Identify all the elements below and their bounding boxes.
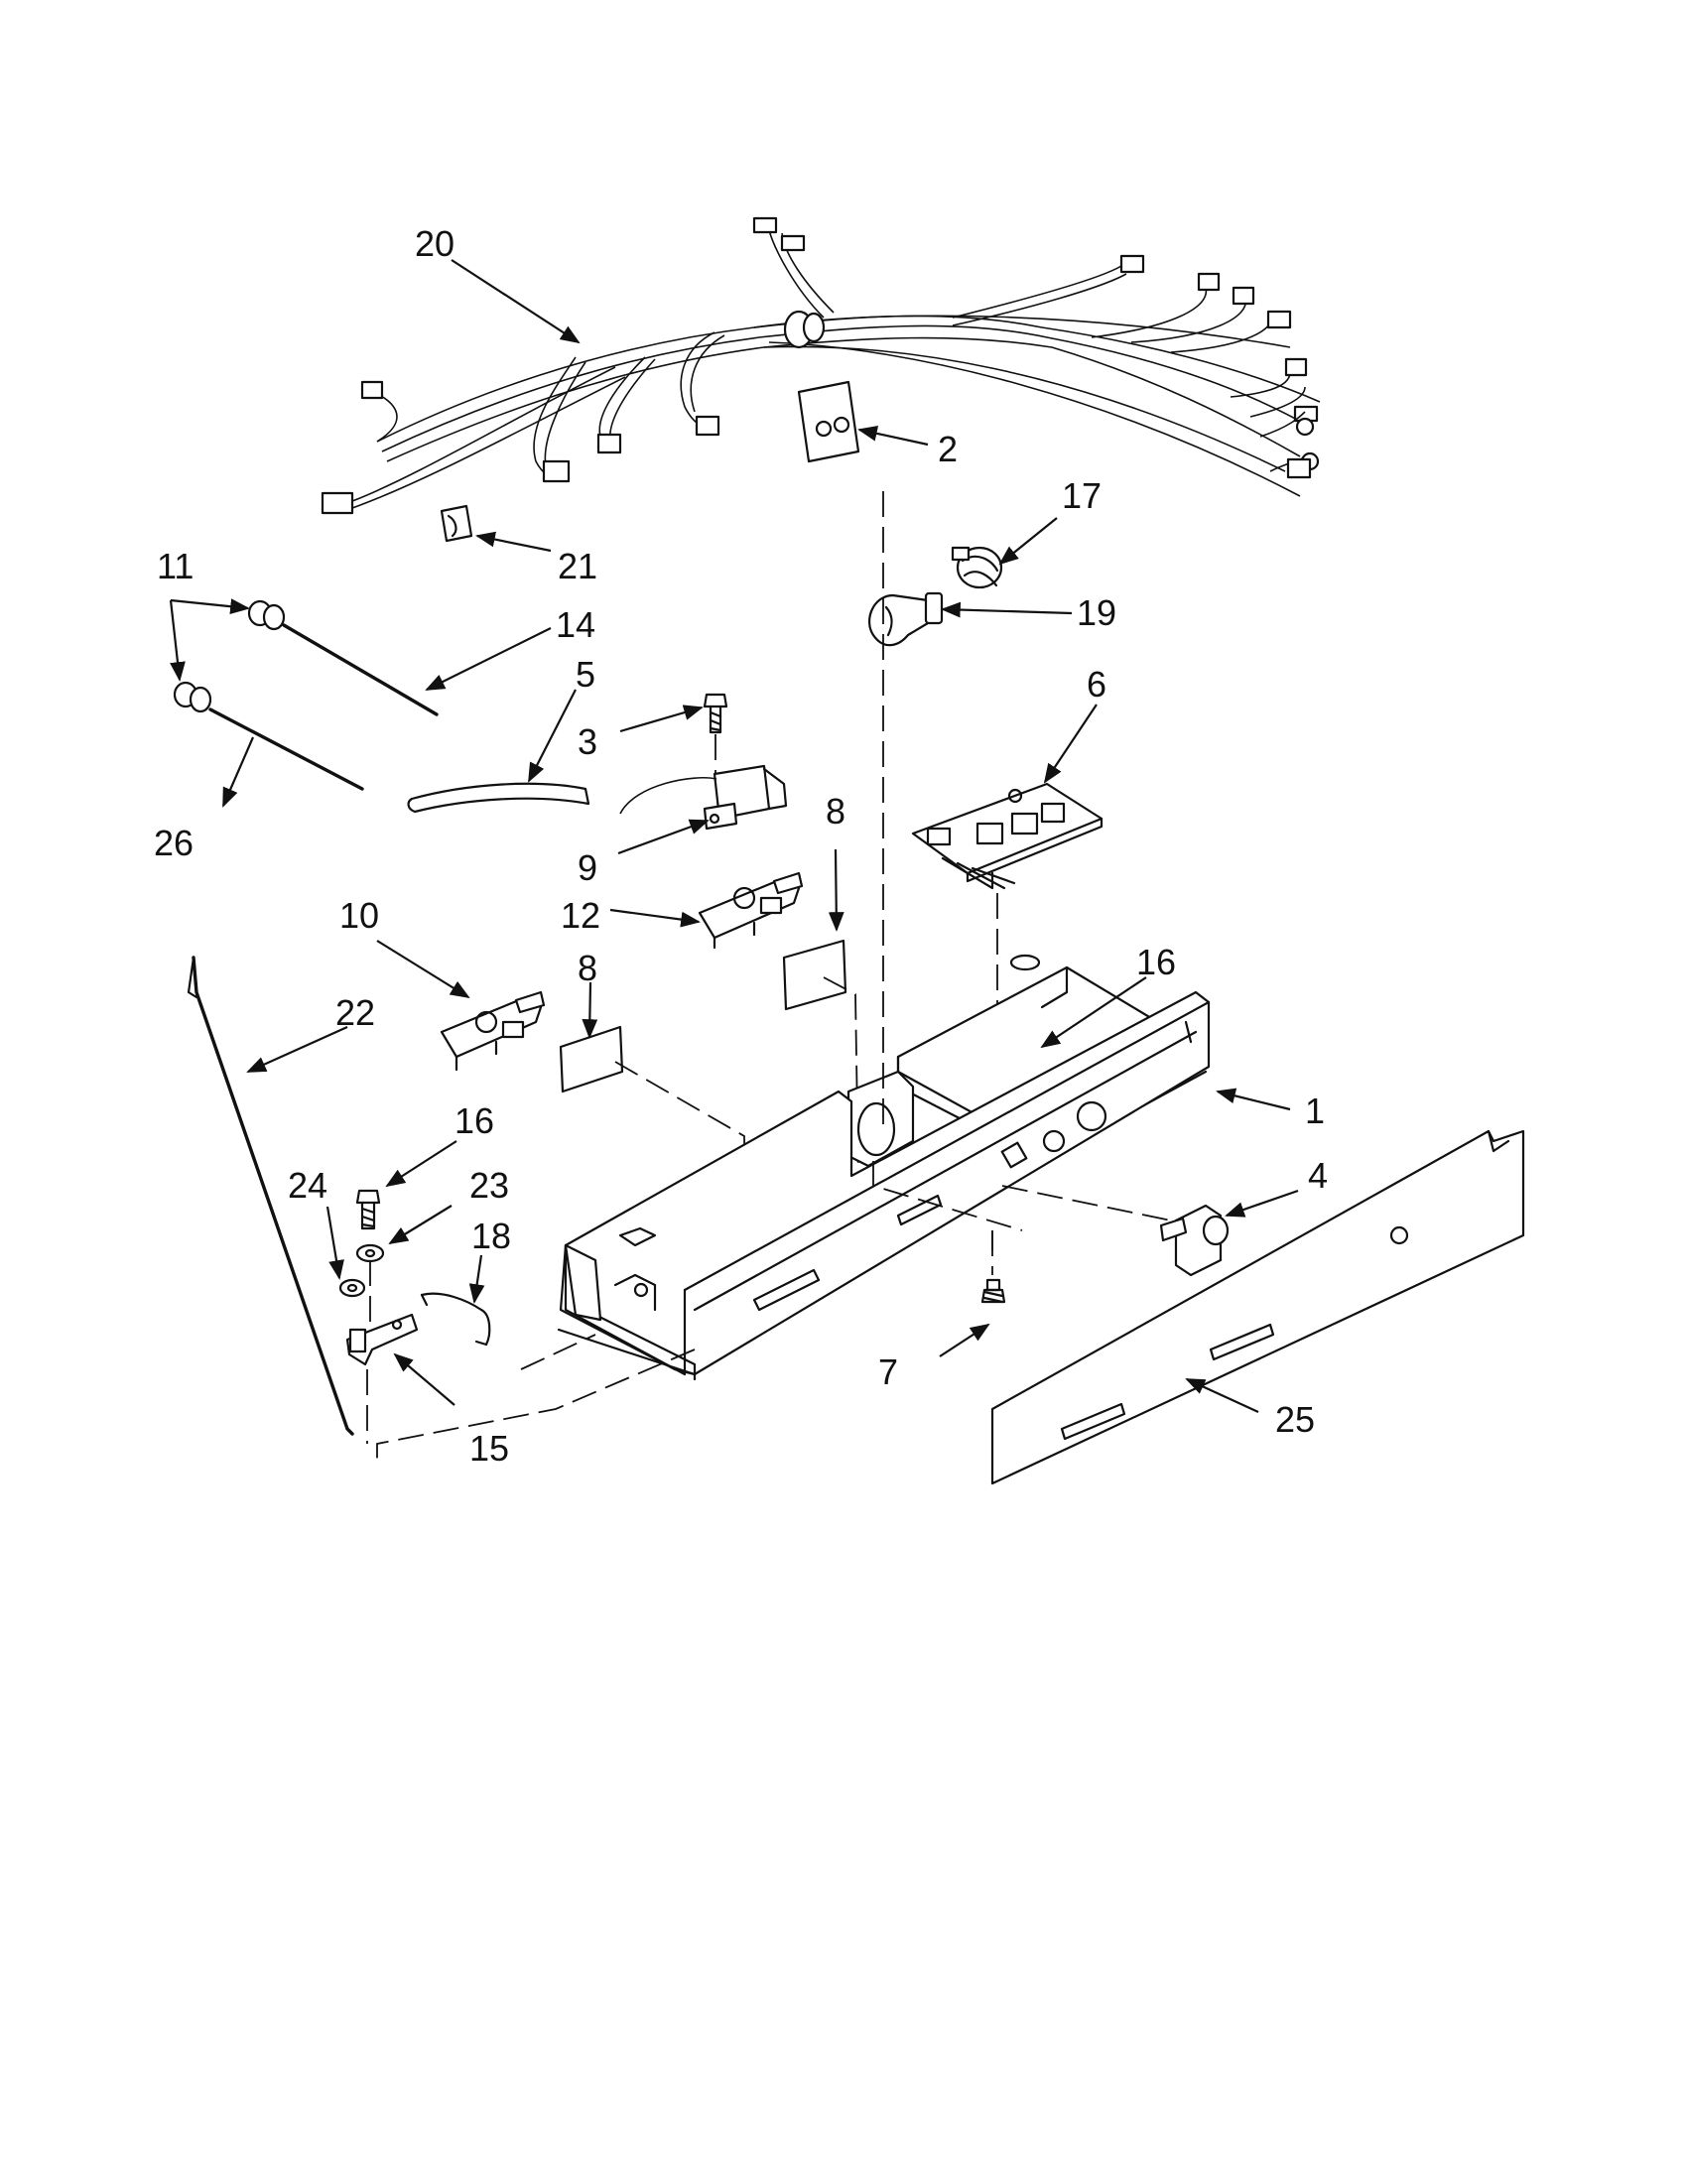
part-25-trim-strip [990,1129,1525,1485]
part-8-label-lower [559,1025,747,1291]
callout-19: 19 [1077,592,1116,633]
part-21-clip [440,504,473,543]
part-5-hose [407,782,590,814]
callout-12: 12 [561,895,600,936]
leader-lines [169,259,1299,1413]
callout-11: 11 [157,546,194,586]
part-17-light-socket [951,546,1003,589]
part-7-screw [980,1230,1006,1304]
callout-16-upper: 16 [1136,942,1176,982]
part-11-14-tube-upper [247,599,439,716]
part-18-spring [420,1292,491,1347]
part-19-light-bulb [868,591,944,647]
part-12-bracket [698,871,804,950]
callout-labels: 20 2 21 17 19 11 14 5 3 9 26 6 8 12 10 8… [154,223,1328,1469]
callout-10: 10 [339,895,379,936]
part-6-control-board [911,782,1104,1032]
callout-7: 7 [878,1351,898,1392]
callout-15: 15 [469,1428,509,1469]
callout-17: 17 [1062,475,1102,516]
part-24-spacer [338,1278,366,1298]
callout-21: 21 [558,546,597,586]
callout-20: 20 [415,223,454,264]
part-16-screw-lower [355,1189,381,1230]
callout-5: 5 [576,654,595,695]
callout-18: 18 [471,1216,511,1256]
callout-4: 4 [1308,1155,1328,1196]
callout-8-upper: 8 [826,791,845,832]
part-10-bracket [440,990,546,1072]
part-1-control-housing [376,491,1211,1459]
part-15-bracket [345,1260,419,1444]
callout-24: 24 [288,1165,327,1206]
callout-1: 1 [1305,1091,1325,1131]
callout-14: 14 [556,604,595,645]
part-9-switch [619,764,788,831]
callout-25: 25 [1275,1399,1315,1440]
callout-26: 26 [154,823,194,863]
part-3-screw [703,693,728,784]
part-20-wire-harness [321,216,1321,515]
callout-23: 22 [335,992,375,1033]
part-23-rod [187,956,354,1436]
callout-6: 6 [1087,664,1106,705]
callout-16-lower: 16 [454,1100,494,1141]
callout-8-lower: 8 [578,948,597,988]
part-22-washer [355,1243,385,1263]
callout-2: 2 [938,429,958,469]
part-2-pad [797,380,860,463]
callout-22: 23 [469,1165,509,1206]
callout-3: 3 [578,721,597,762]
part-11-26-tube-lower [173,681,364,791]
part-4-switch [1159,1204,1230,1277]
callout-9: 9 [578,847,597,888]
